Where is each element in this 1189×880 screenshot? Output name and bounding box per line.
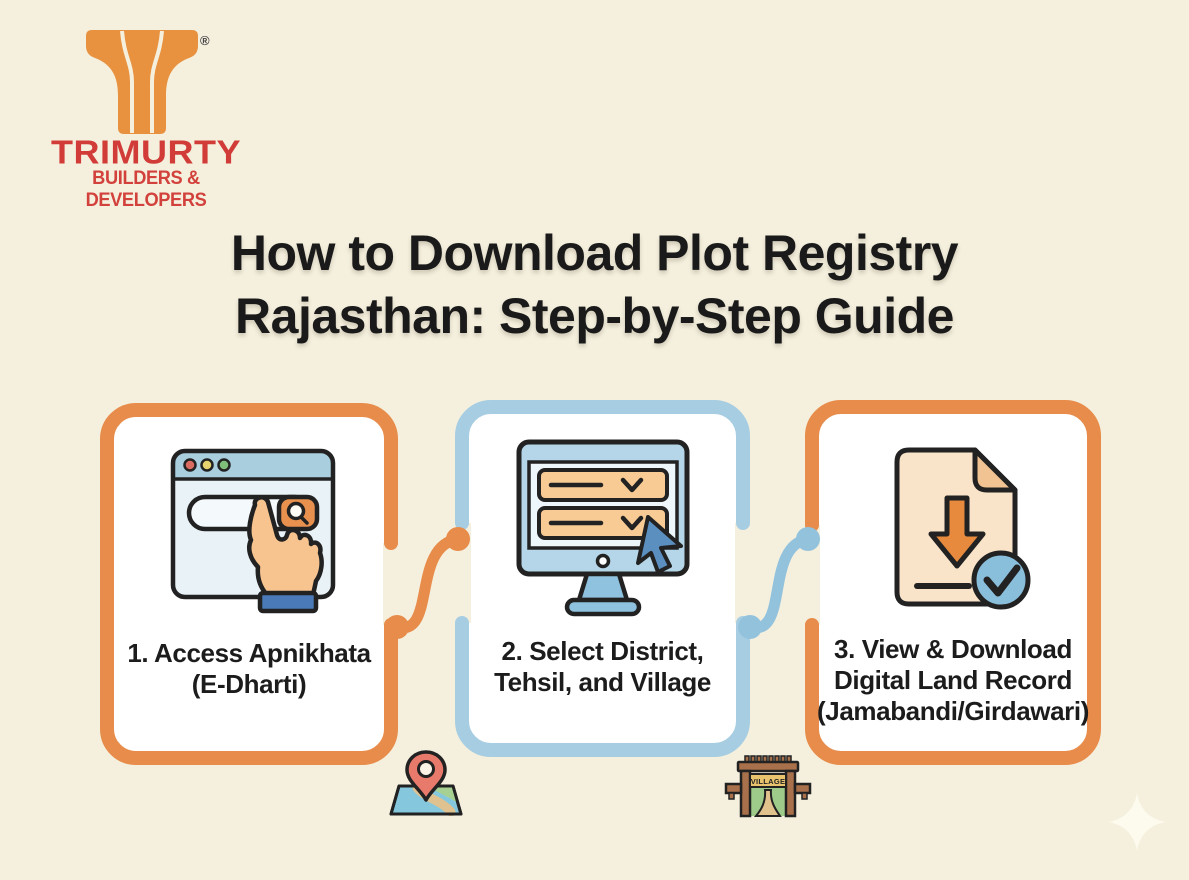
gate-wall-left [724, 782, 743, 795]
monitor-base [564, 597, 642, 617]
monitor-dropdowns-cursor-icon [516, 439, 690, 617]
step-card-3: 3. View & Download Digital Land Record (… [805, 400, 1101, 765]
step-3-label-line-2: Digital Land Record [834, 665, 1072, 695]
document-download-check-icon [894, 447, 1031, 610]
step-card-2: 2. Select District, Tehsil, and Village [455, 400, 750, 757]
checkmark-icon [983, 564, 1021, 597]
page-title-line-2: Rajasthan: Step-by-Step Guide [235, 288, 954, 344]
village-sign [749, 773, 787, 788]
village-gate-icon: VILLAGE [724, 755, 812, 818]
page-title-line-1: How to Download Plot Registry [230, 225, 959, 281]
gate-pillar-right [784, 769, 797, 818]
step-1-label-line-1: 1. Access Apnikhata [127, 638, 371, 668]
connector-2-3-curve [744, 533, 814, 634]
download-arrow-icon [928, 495, 986, 569]
step-card-1: 1. Access Apnikhata (E-Dharti) [100, 403, 398, 765]
browser-dot-green [217, 458, 231, 472]
gate-wall-right [793, 782, 812, 795]
hand-cuff [257, 590, 319, 614]
logo-tagline-text: BUILDERS & DEVELOPERS [85, 168, 207, 211]
pointing-hand-icon [247, 495, 324, 598]
check-circle [971, 550, 1031, 610]
step-2-label-line-2: Tehsil, and Village [494, 667, 711, 697]
cursor-arrow-icon [636, 515, 683, 574]
browser-search-click-icon [170, 448, 336, 614]
browser-dot-yellow [200, 458, 214, 472]
browser-dot-red [183, 458, 197, 472]
step-3-label-line-3: (Jamabandi/Girdawari) [817, 696, 1089, 726]
document-fold-corner [972, 447, 1018, 493]
monitor-button [595, 553, 611, 569]
sparkle-icon [1108, 793, 1166, 851]
trimurty-logo-icon [86, 30, 198, 134]
page-title: How to Download Plot Registry Rajasthan:… [0, 222, 1189, 348]
monitor-stand [576, 571, 630, 603]
map-pin-icon [389, 750, 463, 816]
gate-pillar-left [739, 769, 752, 818]
village-sign-text: VILLAGE [751, 777, 786, 786]
logo-brand-text: TRIMURTY [51, 133, 241, 171]
chevron-down-icon [620, 515, 644, 531]
magnifier-icon [286, 501, 306, 521]
connector-1-2-curve [391, 533, 464, 634]
step-2-label: 2. Select District, Tehsil, and Village [459, 636, 746, 698]
step-2-label-line-1: 2. Select District, [501, 636, 704, 666]
step-3-label-line-1: 3. View & Download [834, 634, 1072, 664]
step-3-label: 3. View & Download Digital Land Record (… [809, 634, 1097, 727]
step-1-label: 1. Access Apnikhata (E-Dharti) [104, 638, 394, 700]
chevron-down-icon [620, 477, 644, 493]
registered-trademark-symbol: ® [200, 33, 210, 48]
step-1-label-line-2: (E-Dharti) [191, 669, 307, 699]
